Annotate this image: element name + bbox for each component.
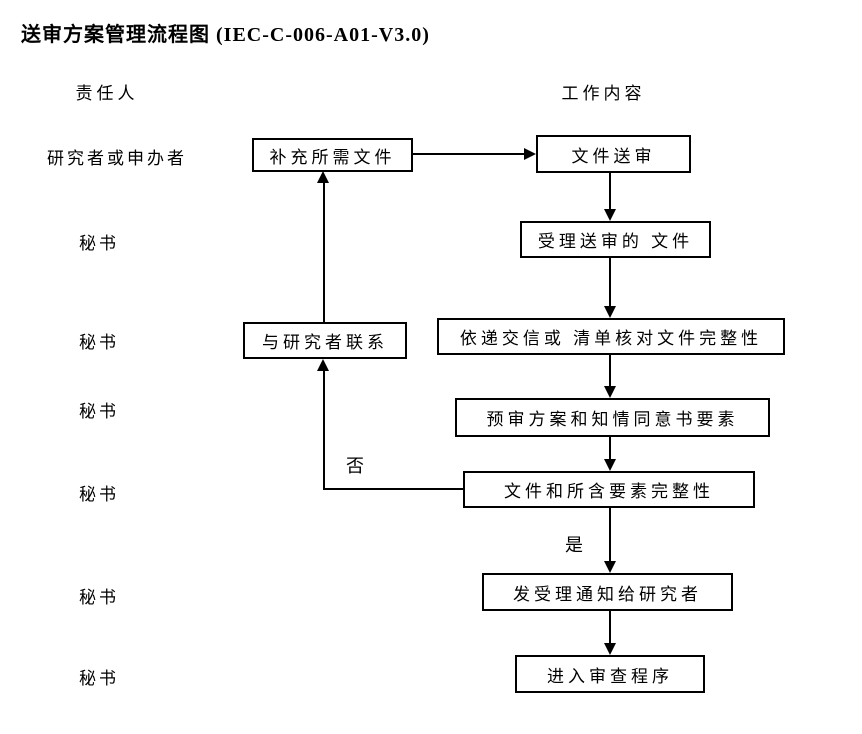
edge-check-to-prereview-line (609, 355, 611, 388)
role-label-secretary-4: 秘书 (79, 485, 119, 504)
node-accept-documents: 受理送审的 文件 (520, 221, 711, 258)
node-check-completeness-by-list: 依递交信或 清单核对文件完整性 (437, 318, 785, 355)
role-label-secretary-1: 秘书 (79, 234, 119, 253)
arrowhead-submit-to-accept-icon (604, 209, 616, 221)
arrowhead-completeness-to-contact-icon (317, 359, 329, 371)
arrowhead-contact-to-supplement-icon (317, 171, 329, 183)
edge-completeness-to-contact-hline (324, 488, 463, 490)
arrowhead-supplement-to-submit-icon (524, 148, 536, 160)
edge-contact-to-supplement-line (323, 182, 325, 322)
role-label-secretary-6: 秘书 (79, 669, 119, 688)
node-supplement-documents: 补充所需文件 (252, 138, 413, 172)
arrowhead-check-to-prereview-icon (604, 386, 616, 398)
node-documents-elements-complete: 文件和所含要素完整性 (463, 471, 755, 508)
edge-submit-to-accept-line (609, 173, 611, 211)
edge-notify-to-enter-line (609, 611, 611, 645)
role-label-secretary-2: 秘书 (79, 333, 119, 352)
branch-label-yes: 是 (565, 535, 583, 555)
page-title: 送审方案管理流程图 (IEC-C-006-A01-V3.0) (21, 24, 430, 46)
arrowhead-prereview-to-completeness-icon (604, 459, 616, 471)
arrowhead-completeness-to-notify-icon (604, 561, 616, 573)
role-label-secretary-5: 秘书 (79, 588, 119, 607)
edge-supplement-to-submit-line (413, 153, 525, 155)
edge-completeness-to-notify-line (609, 508, 611, 563)
edge-accept-to-check-line (609, 258, 611, 308)
arrowhead-accept-to-check-icon (604, 306, 616, 318)
node-send-acceptance-notice: 发受理通知给研究者 (482, 573, 733, 611)
arrowhead-notify-to-enter-icon (604, 643, 616, 655)
column-header-work: 工作内容 (561, 84, 646, 103)
edge-prereview-to-completeness-line (609, 437, 611, 461)
role-label-researcher-or-sponsor: 研究者或申办者 (47, 149, 187, 168)
node-enter-review-procedure: 进入审查程序 (515, 655, 705, 693)
node-submit-documents: 文件送审 (536, 135, 691, 173)
edge-completeness-to-contact-vline (323, 370, 325, 490)
node-prereview-protocol-consent: 预审方案和知情同意书要素 (455, 398, 770, 437)
branch-label-no: 否 (346, 456, 364, 476)
role-label-secretary-3: 秘书 (79, 402, 119, 421)
node-contact-researcher: 与研究者联系 (243, 322, 407, 359)
column-header-responsible: 责任人 (75, 84, 139, 103)
